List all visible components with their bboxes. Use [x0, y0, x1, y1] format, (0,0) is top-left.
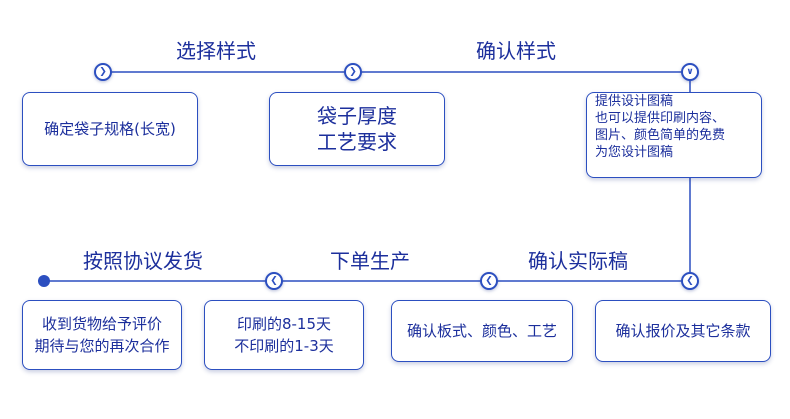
design-box-line-2: 也可以提供印刷内容、	[595, 111, 726, 126]
step-label-confirm-style: 确认样式	[470, 38, 562, 64]
layout-color-box: 确认板式、颜色、工艺	[391, 300, 573, 362]
feedback-box-line-1: 收到货物给予评价	[41, 315, 162, 333]
step-label-ship: 按照协议发货	[77, 248, 209, 274]
layout-color-text: 确认板式、颜色、工艺	[406, 322, 557, 340]
production-time-line-1: 印刷的8-15天	[236, 315, 332, 333]
chevron-left-icon: ❮	[265, 272, 283, 290]
thickness-box-line-1: 袋子厚度	[317, 104, 397, 128]
feedback-box: 收到货物给予评价 期待与您的再次合作	[22, 300, 182, 370]
chevron-right-icon: ❯	[94, 63, 112, 81]
thickness-box: 袋子厚度 工艺要求	[269, 92, 445, 166]
design-box-line-1: 提供设计图稿	[595, 94, 674, 109]
end-dot-icon	[38, 275, 50, 287]
step-label-confirm-proof: 确认实际稿	[522, 248, 634, 274]
spec-box: 确定袋子规格(长宽)	[22, 92, 198, 166]
thickness-box-line-2: 工艺要求	[317, 130, 397, 154]
step-label-produce: 下单生产	[324, 248, 416, 274]
chevron-left-icon: ❮	[681, 272, 699, 290]
feedback-box-line-2: 期待与您的再次合作	[34, 337, 170, 355]
design-box-line-3: 图片、颜色简单的免费	[595, 128, 726, 143]
production-time-box: 印刷的8-15天 不印刷的1-3天	[204, 300, 364, 370]
chevron-down-icon: ∨	[681, 63, 699, 81]
design-box-line-4: 为您设计图稿	[595, 145, 674, 160]
design-box: 提供设计图稿 也可以提供印刷内容、 图片、颜色简单的免费 为您设计图稿	[586, 92, 762, 178]
chevron-left-icon: ❮	[480, 272, 498, 290]
quote-terms-text: 确认报价及其它条款	[615, 322, 751, 340]
quote-terms-box: 确认报价及其它条款	[595, 300, 771, 362]
spec-box-text: 确定袋子规格(长宽)	[44, 120, 176, 138]
production-time-line-2: 不印刷的1-3天	[234, 337, 334, 355]
step-label-select-style: 选择样式	[170, 38, 262, 64]
chevron-right-icon: ❯	[344, 63, 362, 81]
